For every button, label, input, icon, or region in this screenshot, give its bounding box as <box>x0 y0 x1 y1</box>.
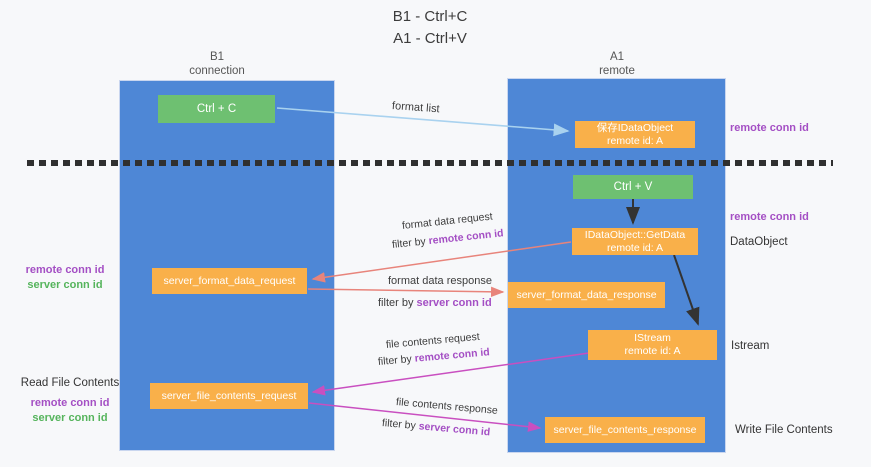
getdata-line2: remote id: A <box>606 241 664 254</box>
idataobject-getdata-box: IDataObject::GetData remote id: A <box>572 228 698 255</box>
file-contents-response-label: file contents response <box>395 396 499 417</box>
format-data-response-arrow <box>307 286 505 298</box>
filter-by-text: filter by <box>391 235 427 251</box>
column-a1-subtitle: remote <box>599 65 635 77</box>
title-line-2: A1 - Ctrl+V <box>393 30 467 47</box>
server-conn-id-text: server conn id <box>418 420 491 439</box>
right-remote-conn-id-top: remote conn id <box>730 122 809 134</box>
istream-box: IStream remote id: A <box>588 330 717 360</box>
column-header-b1: B1 connection <box>157 50 277 78</box>
server-file-contents-request-label: server_file_contents_request <box>161 389 297 402</box>
filter-by-text: filter by <box>377 353 413 368</box>
filter-by-text: filter by <box>378 297 414 309</box>
left-remote-conn-id: remote conn id <box>25 264 105 276</box>
read-file-contents-block: Read File Contents remote conn id server… <box>18 376 122 426</box>
column-b1-subtitle: connection <box>189 65 245 77</box>
column-b1-name: B1 <box>209 51 225 63</box>
write-file-contents-label: Write File Contents <box>735 424 833 436</box>
istream-line1: IStream <box>634 332 671 344</box>
format-data-response-label: format data response <box>388 275 492 287</box>
server-format-data-request-box: server_format_data_request <box>152 268 307 294</box>
column-a1-name: A1 <box>609 51 625 63</box>
ctrl-c-label: Ctrl + C <box>196 102 237 115</box>
save-idataobject-line2: remote id: A <box>606 134 664 147</box>
remote-conn-id-text: remote conn id <box>428 227 505 248</box>
left-server-conn-id: server conn id <box>27 279 103 291</box>
server-format-data-response-box: server_format_data_response <box>508 282 665 308</box>
ctrl-v-box: Ctrl + V <box>573 175 693 199</box>
left-conn-id-labels: remote conn id server conn id <box>22 263 108 293</box>
title-line-1: B1 - Ctrl+C <box>392 8 468 25</box>
read-remote-conn-id: remote conn id <box>30 397 110 409</box>
save-idataobject-box: 保存IDataObject remote id: A <box>575 121 695 148</box>
istream-line2: remote id: A <box>624 345 681 357</box>
server-file-contents-response-label: server_file_contents_response <box>553 423 697 436</box>
ctrl-c-box: Ctrl + C <box>158 95 275 123</box>
ctrl-v-label: Ctrl + V <box>613 180 653 193</box>
istream-side-label: Istream <box>731 340 770 352</box>
dataobject-label: DataObject <box>730 236 788 248</box>
right-remote-conn-id-mid: remote conn id <box>730 211 809 223</box>
save-idataobject-line1: 保存IDataObject <box>596 121 674 134</box>
read-server-conn-id: server conn id <box>32 412 108 424</box>
diagram-title: B1 - Ctrl+C A1 - Ctrl+V <box>340 6 520 50</box>
server-format-data-response-label: server_format_data_response <box>516 288 657 301</box>
server-file-contents-response-box: server_file_contents_response <box>545 417 705 443</box>
remote-conn-id-text: remote conn id <box>414 346 491 365</box>
server-format-data-request-label: server_format_data_request <box>163 274 296 287</box>
server-file-contents-request-box: server_file_contents_request <box>150 383 308 409</box>
boundary-dashed-line <box>27 160 833 166</box>
server-conn-id-text: server conn id <box>416 297 492 309</box>
column-header-a1: A1 remote <box>557 50 677 78</box>
read-file-contents-label: Read File Contents <box>20 377 120 389</box>
format-list-label: format list <box>391 100 440 116</box>
getdata-line1: IDataObject::GetData <box>584 228 686 241</box>
filter-by-text: filter by <box>381 417 417 432</box>
